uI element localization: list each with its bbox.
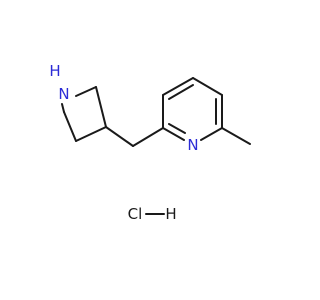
- atom-label-nh-h: H: [49, 62, 60, 80]
- bond-nh-c2: [75, 86, 97, 97]
- bond-c6-n-pyr: [200, 127, 223, 141]
- methylene-linker: [105, 126, 164, 147]
- bond-methyl: [221, 127, 251, 145]
- molecule-structure-canvas: H N N Cl H: [49, 62, 251, 223]
- bond-c3-c4: [75, 126, 107, 142]
- bond-c3-ch2: [105, 126, 134, 147]
- bond-c5-nh: [61, 103, 65, 113]
- bond-c3-c4-pyr-double: [168, 84, 194, 100]
- bond-ch2-pyridine: [132, 127, 164, 147]
- pyridine-ring: [162, 77, 223, 141]
- atom-label-pyridine-n: N: [187, 136, 198, 154]
- bond-c2-n-pyr: [162, 127, 185, 141]
- pyrrolidine-ring: [61, 86, 107, 142]
- molecule-drawing: H N N Cl H: [49, 62, 251, 223]
- atom-label-salt-h: H: [165, 205, 176, 223]
- atom-label-nh-n: N: [58, 85, 69, 103]
- bond-c4-c5-pyr: [192, 77, 223, 96]
- bond-c3-c4-pyr: [162, 77, 194, 96]
- bond-c4-c5: [63, 111, 77, 142]
- atom-label-cl: Cl: [128, 205, 143, 223]
- bond-c2-c3: [95, 86, 107, 128]
- bond-c2-n-pyr-double: [168, 123, 186, 134]
